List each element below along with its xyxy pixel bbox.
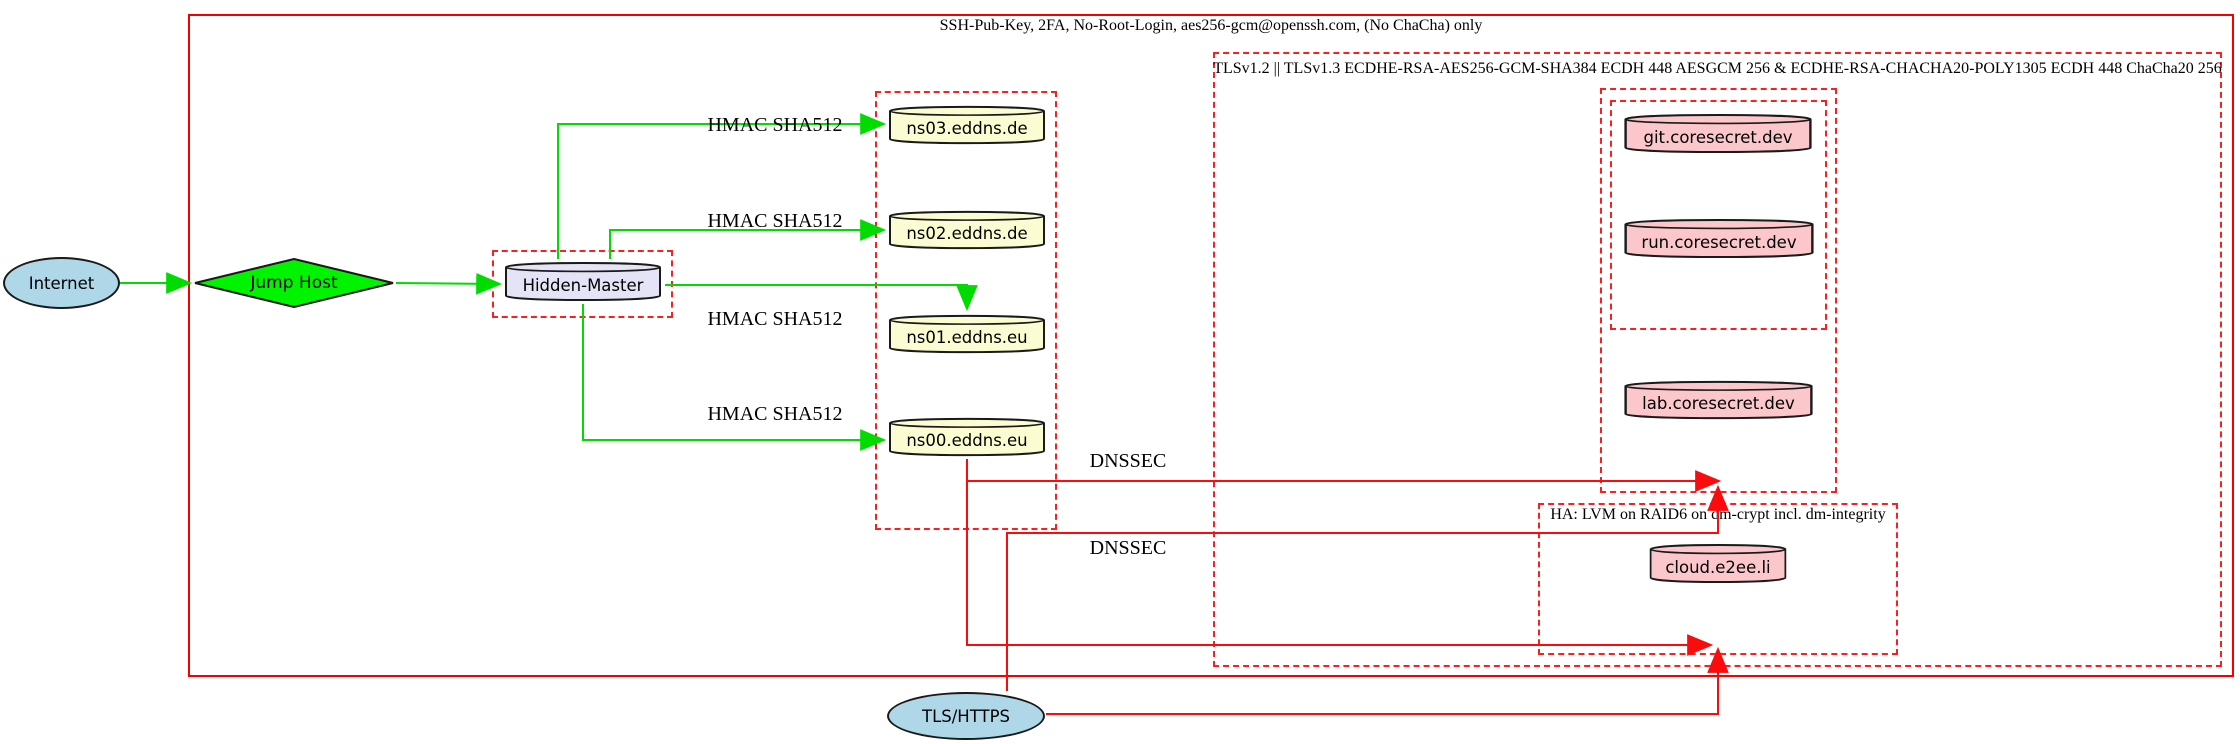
node-tls-https-label: TLS/HTTPS xyxy=(921,706,1010,726)
node-jump-host-label: Jump Host xyxy=(250,273,338,293)
edge-label-hmac-ns01: HMAC SHA512 xyxy=(707,308,843,330)
node-hidden-master-label: Hidden-Master xyxy=(522,275,644,295)
cluster-gitrun-boundary xyxy=(1610,100,1827,330)
cylinder-shape xyxy=(1649,543,1787,584)
node-ns00-label: ns00.eddns.eu xyxy=(906,431,1028,450)
cylinder-shape xyxy=(889,314,1045,354)
edge-label-hmac-ns02: HMAC SHA512 xyxy=(707,210,843,232)
node-run-coresecret-label: run.coresecret.dev xyxy=(1641,232,1797,252)
node-internet-label: Internet xyxy=(28,273,95,293)
node-ns01: ns01.eddns.eu xyxy=(887,311,1047,357)
edge-label-dnssec-2: DNSSEC xyxy=(1089,537,1167,559)
node-lab-coresecret-label: lab.coresecret.dev xyxy=(1642,394,1795,413)
node-tls-https: TLS/HTTPS xyxy=(887,692,1045,740)
cylinder-shape xyxy=(505,261,661,302)
node-jump-host: Jump Host xyxy=(193,258,395,308)
cylinder-shape xyxy=(889,417,1045,457)
edge-label-hmac-ns00: HMAC SHA512 xyxy=(707,403,843,425)
edge-label-dnssec-1: DNSSEC xyxy=(1089,450,1167,472)
cluster-ha-label: HA: LVM on RAID6 on dm-crypt incl. dm-in… xyxy=(1550,506,1886,523)
cylinder-shape xyxy=(1624,380,1813,420)
node-ns00: ns00.eddns.eu xyxy=(887,414,1047,460)
edge-label-hmac-ns03: HMAC SHA512 xyxy=(707,114,843,136)
cluster-tls-label: TLSv1.2 || TLSv1.3 ECDHE-RSA-AES256-GCM-… xyxy=(1213,60,2222,77)
node-ns03: ns03.eddns.de xyxy=(887,102,1047,148)
cylinder-shape xyxy=(889,210,1045,250)
node-ns01-label: ns01.eddns.eu xyxy=(906,328,1028,347)
cylinder-shape xyxy=(889,105,1045,145)
node-ns03-label: ns03.eddns.de xyxy=(906,119,1028,138)
cylinder-shape xyxy=(1624,113,1812,154)
node-git-coresecret-label: git.coresecret.dev xyxy=(1643,127,1793,147)
diamond-shape xyxy=(194,258,394,308)
node-cloud-e2ee: cloud.e2ee.li xyxy=(1648,540,1788,587)
node-hidden-master: Hidden-Master xyxy=(503,258,663,305)
node-run-coresecret: run.coresecret.dev xyxy=(1622,215,1816,262)
cylinder-shape xyxy=(1624,218,1814,259)
node-ns02: ns02.eddns.de xyxy=(887,207,1047,253)
node-ns02-label: ns02.eddns.de xyxy=(906,224,1028,243)
cluster-ssh-label: SSH-Pub-Key, 2FA, No-Root-Login, aes256-… xyxy=(939,17,1483,34)
node-internet: Internet xyxy=(3,257,120,309)
node-git-coresecret: git.coresecret.dev xyxy=(1622,110,1814,157)
node-cloud-e2ee-label: cloud.e2ee.li xyxy=(1665,557,1771,577)
node-lab-coresecret: lab.coresecret.dev xyxy=(1622,377,1815,423)
